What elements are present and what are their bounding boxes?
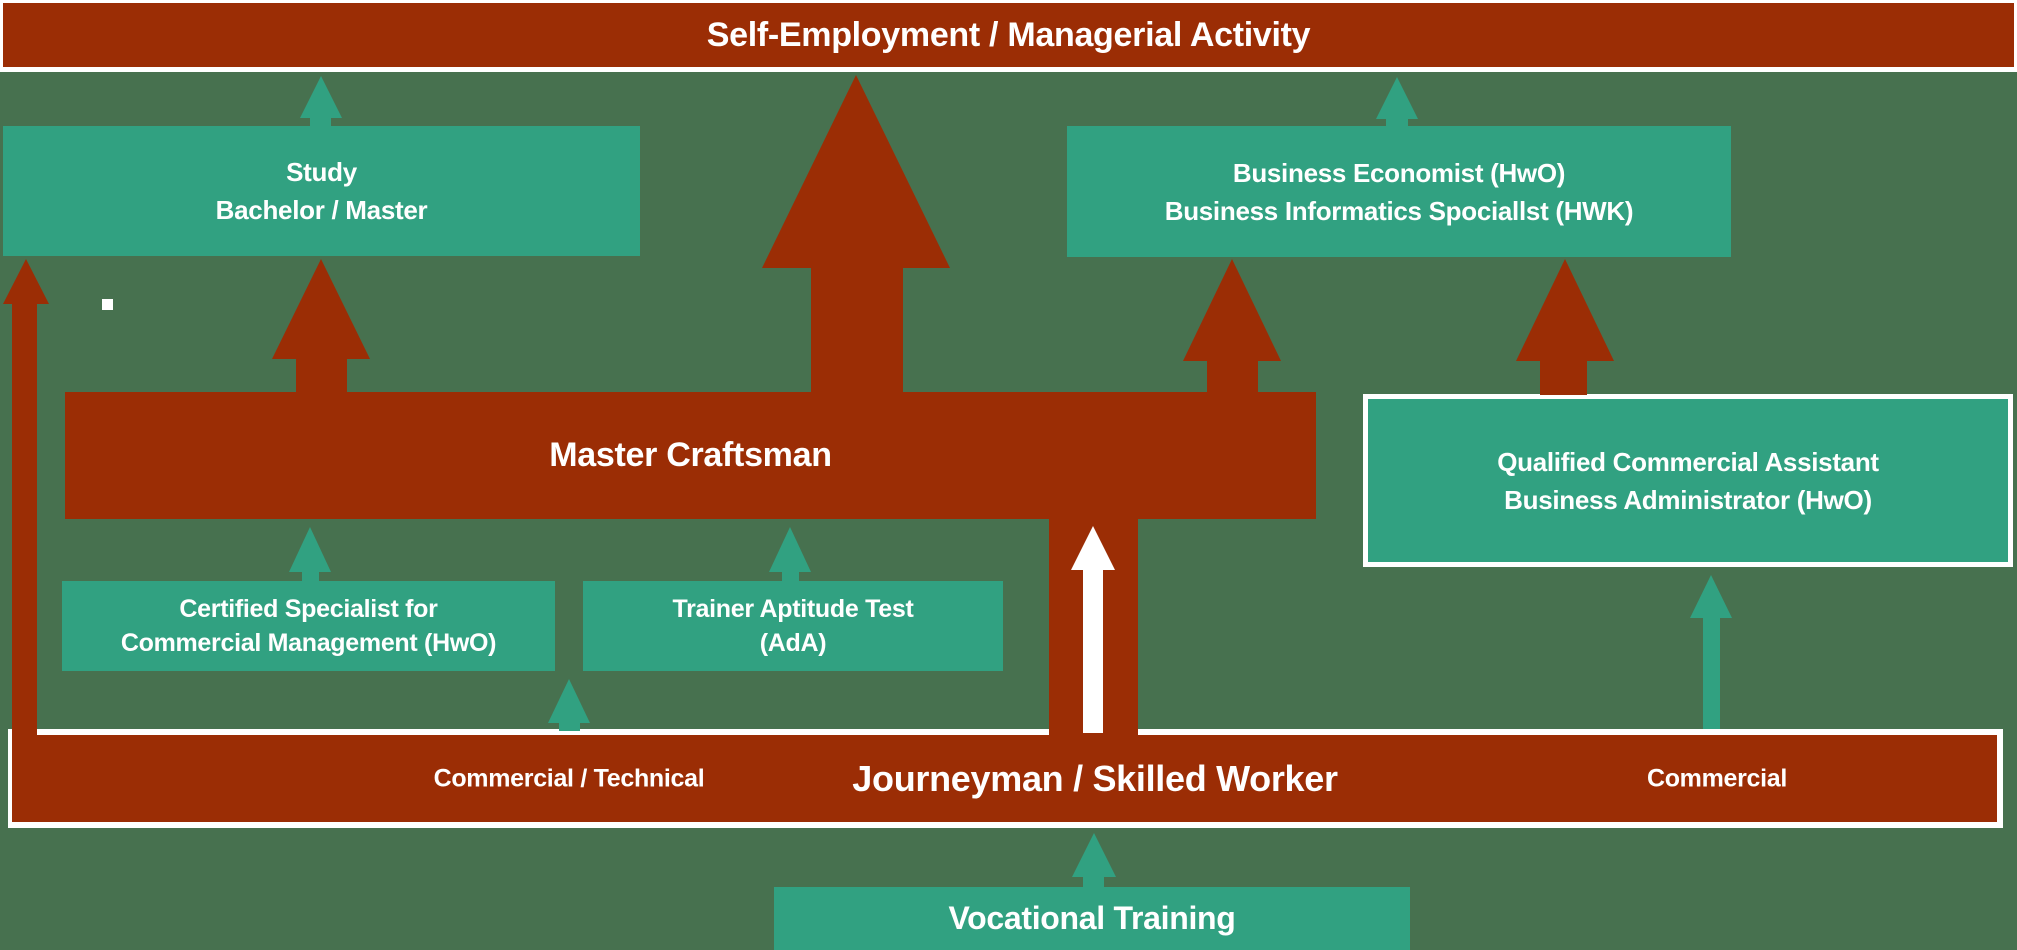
trainer-aptitude-box: Trainer Aptitude Test (AdA) (583, 581, 1003, 671)
journeyman-center-label: Journeyman / Skilled Worker (852, 757, 1338, 799)
study-line1: Study (286, 157, 357, 187)
self-employment-bar: Self-Employment / Managerial Activity (0, 0, 2017, 72)
trainer-aptitude-line2: (AdA) (759, 629, 827, 657)
certified-specialist-box: Certified Specialist for Commercial Mana… (62, 581, 555, 671)
vocational-training-label: Vocational Training (948, 900, 1236, 936)
qualified-commercial-assistant-line1: Qualified Commercial Assistant (1497, 446, 1879, 477)
business-economist-box: Business Economist (HwO) Business Inform… (1067, 126, 1731, 257)
study-box: Study Bachelor / Master (3, 126, 640, 256)
white-arrow-journeyman-to-master (1071, 526, 1115, 570)
journeyman-bar: Commercial / Technical Journeyman / Skil… (8, 729, 2003, 828)
certified-specialist-line2: Commercial Management (HwO) (120, 629, 497, 657)
vocational-training-box: Vocational Training (774, 887, 1410, 950)
trainer-aptitude-line1: Trainer Aptitude Test (672, 595, 914, 623)
white-square-dot (102, 299, 113, 310)
certified-specialist-line1: Certified Specialist for (179, 595, 438, 623)
master-craftsman-box: Master Craftsman (65, 392, 1316, 519)
business-economist-line2: Business Informatics Spociallst (HWK) (1164, 195, 1634, 226)
qualified-commercial-assistant-line2: Business Administrator (HwO) (1504, 484, 1872, 515)
study-line2: Bachelor / Master (215, 195, 428, 225)
journeyman-right-label: Commercial (1646, 764, 1788, 792)
master-craftsman-label: Master Craftsman (549, 436, 832, 474)
journeyman-left-label: Commercial / Technical (433, 764, 705, 792)
qualified-commercial-assistant-box: Qualified Commercial Assistant Business … (1363, 394, 2013, 567)
business-economist-line1: Business Economist (HwO) (1232, 157, 1566, 188)
self-employment-label: Self-Employment / Managerial Activity (706, 15, 1311, 54)
